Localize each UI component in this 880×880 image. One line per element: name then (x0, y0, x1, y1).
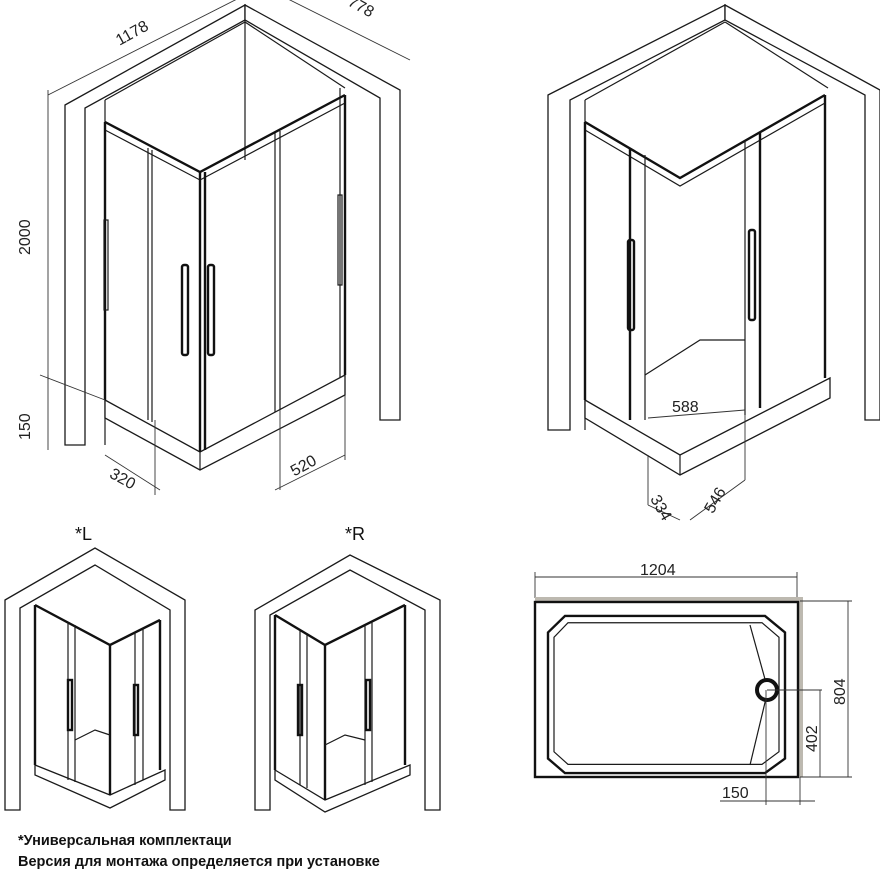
dim-tray-width: 804 (832, 678, 849, 705)
dim-height: 2000 (17, 219, 34, 255)
dim-drain-x: 150 (722, 785, 749, 802)
dim-side-a: 334 (646, 492, 674, 524)
walls (64, 3, 401, 446)
variant-left: *L (4, 524, 186, 811)
variant-right: *R (254, 524, 441, 813)
dim-tray-length: 1204 (640, 562, 676, 579)
dim-opening: 588 (672, 399, 699, 416)
tray-plan: 1204 804 402 150 (533, 562, 852, 805)
tray-outline (533, 600, 800, 779)
cabin (103, 93, 347, 471)
dim-tray-height: 150 (17, 413, 34, 440)
dim-depth: 778 (345, 0, 377, 21)
door-handle (626, 238, 636, 332)
note-installation-version: Версия для монтажа определяется при уста… (18, 854, 380, 870)
dim-side-b: 546 (702, 485, 730, 517)
dimension-lines (39, 0, 411, 495)
door-handle (180, 263, 190, 357)
dim-width: 1178 (113, 18, 151, 50)
variant-right-label: *R (345, 524, 365, 544)
open-door-view: 588 334 546 (547, 3, 880, 524)
variant-left-label: *L (75, 524, 92, 544)
main-isometric-view: 1178 778 2000 150 320 520 (17, 0, 411, 495)
dim-left-entry: 320 (107, 465, 139, 493)
door-handle (747, 228, 757, 322)
dim-drain-y: 402 (804, 725, 821, 752)
note-universal-kit: *Универсальная комплектаци (18, 833, 232, 849)
door-handle (206, 263, 216, 357)
